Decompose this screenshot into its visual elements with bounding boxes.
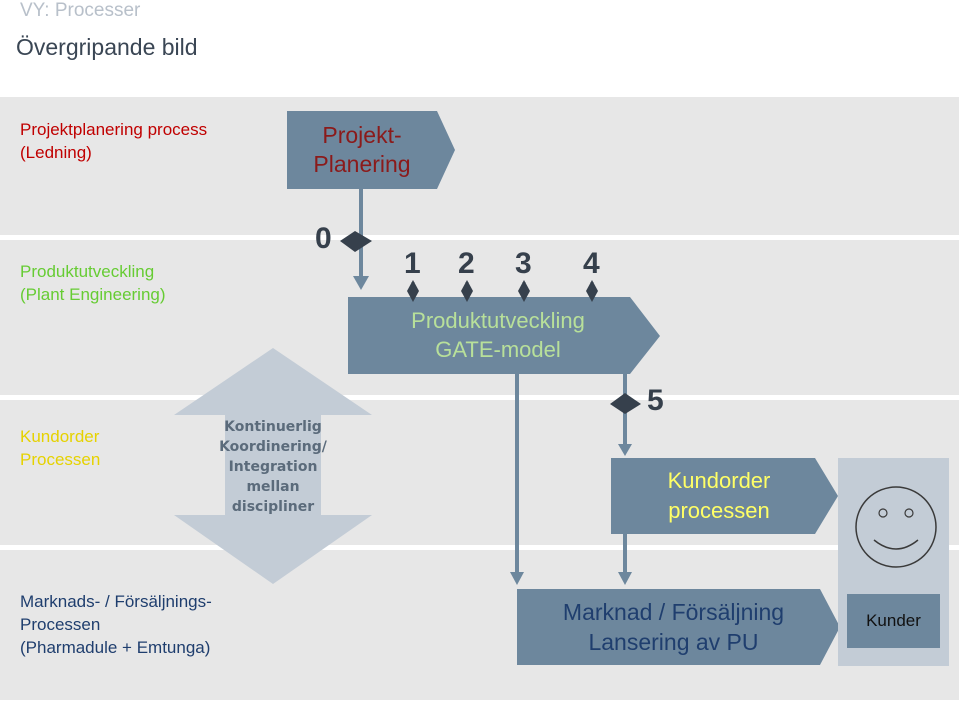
kundorder-line2: processen <box>668 498 770 523</box>
projektplanering-label: Projekt- Planering <box>287 115 437 185</box>
lane-label-kundorder-line2: Processen <box>20 450 101 469</box>
lane-label-marknad-line2: Processen <box>20 615 101 634</box>
gate-3-diamond <box>518 280 530 302</box>
lane-label-produkt-line1: Produktutveckling <box>20 262 155 281</box>
gate-number-0: 0 <box>315 222 332 255</box>
gate-model-box <box>348 297 660 374</box>
kundorder-box <box>611 458 838 534</box>
coordination-line3: Integration <box>228 459 318 475</box>
gate-number-3: 3 <box>515 247 532 280</box>
coordination-line5: discipliner <box>231 499 315 515</box>
lane-label-produkt: Produktutveckling (Plant Engineering) <box>20 260 166 306</box>
page-title: Övergripande bild <box>16 34 198 60</box>
lane-label-produkt-line2: (Plant Engineering) <box>20 285 166 304</box>
gate-number-1: 1 <box>404 247 421 280</box>
kundorder-line1: Kundorder <box>667 468 771 493</box>
gate-number-2: 2 <box>458 247 475 280</box>
kunder-label: Kunder <box>866 611 921 630</box>
projektplanering-box <box>287 111 455 189</box>
lane-label-marknad-line3: (Pharmadule + Emtunga) <box>20 638 211 657</box>
lane-label-kundorder: Kundorder Processen <box>20 425 100 471</box>
coordination-line2: Koordinering/ <box>219 439 327 455</box>
lane-label-marknad-line1: Marknads- / Försäljnings- <box>20 592 212 611</box>
lane-label-kundorder-line1: Kundorder <box>20 427 100 446</box>
gate-2-diamond <box>461 280 473 302</box>
connector-gate-kundorder-arrowhead <box>618 444 632 456</box>
projektplanering-line2: Planering <box>313 151 411 177</box>
marknad-line2: Lansering av PU <box>588 629 759 655</box>
marknad-label: Marknad / Försäljning Lansering av PU <box>517 594 830 660</box>
marknad-box <box>517 589 840 665</box>
gate-4-diamond <box>586 280 598 302</box>
lane-label-projekt: Projektplanering process (Ledning) <box>20 118 207 164</box>
connector-gate-marknad-arrowhead <box>510 572 524 585</box>
gate-1-diamond <box>407 280 419 302</box>
marknad-line1: Marknad / Försäljning <box>562 599 785 625</box>
kunder-box <box>847 594 940 648</box>
coordination-label: Kontinuerlig Koordinering/ Integration m… <box>199 417 347 517</box>
lane-band-projekt <box>0 97 959 235</box>
connector-kundorder-marknad-arrowhead <box>618 572 632 585</box>
connector-planering-gate-arrowhead <box>353 276 369 290</box>
gate-number-5: 5 <box>647 384 664 417</box>
gate-model-line1: Produktutveckling <box>411 308 585 333</box>
coordination-line4: mellan <box>246 479 300 495</box>
header-subtitle: VY: Processer <box>20 0 141 21</box>
lane-label-projekt-line1: Projektplanering process <box>20 120 208 139</box>
kundorder-label: Kundorder processen <box>611 462 827 530</box>
smiley-face-icon <box>855 486 937 568</box>
gate-5-diamond <box>610 393 641 414</box>
gate-number-4: 4 <box>583 247 600 280</box>
lane-label-marknad: Marknads- / Försäljnings- Processen (Pha… <box>20 590 212 659</box>
coordination-double-arrow <box>174 348 372 584</box>
gate-0-diamond <box>340 231 372 252</box>
gate-model-label: Produktutveckling GATE-model <box>348 302 648 368</box>
gate-model-line2: GATE-model <box>435 337 561 362</box>
lane-label-projekt-line2: (Ledning) <box>20 143 92 162</box>
projektplanering-line1: Projekt- <box>322 122 402 148</box>
coordination-line1: Kontinuerlig <box>224 419 322 435</box>
